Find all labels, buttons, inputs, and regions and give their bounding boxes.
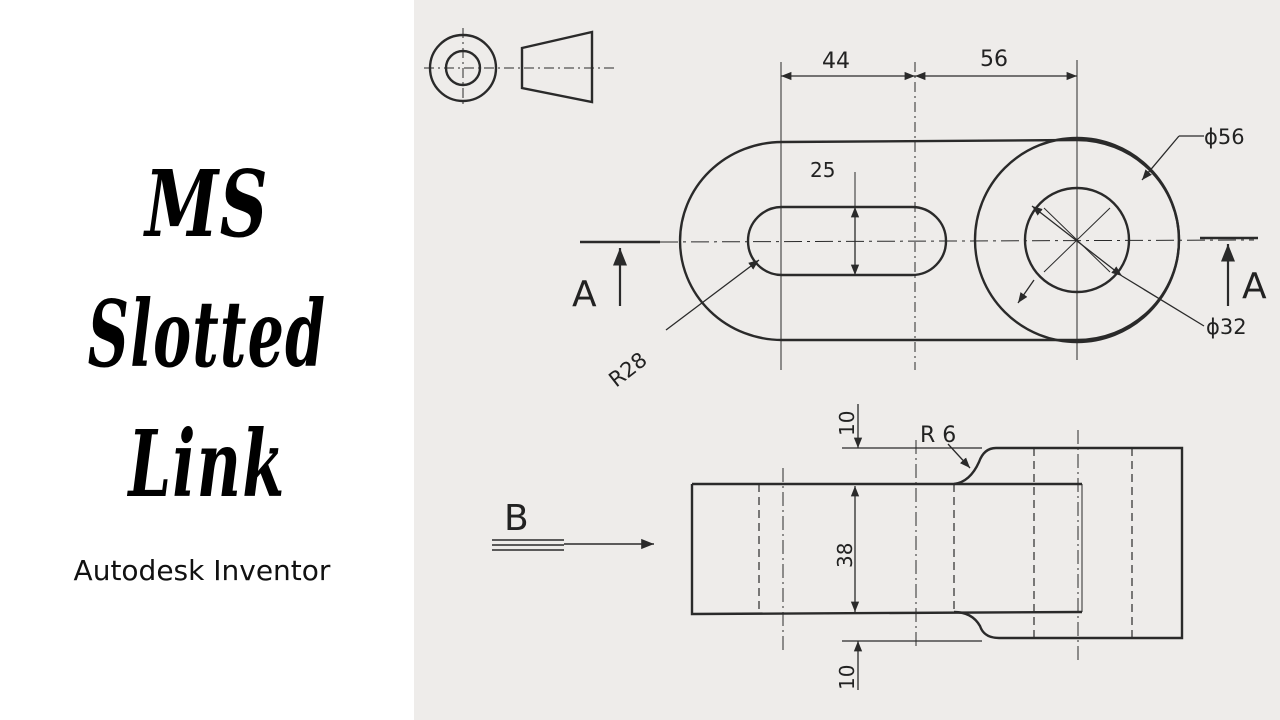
dim-r28-label: R28 [604, 348, 651, 392]
title-line-2: Slotted [87, 280, 327, 388]
title-line-3: Link [128, 410, 286, 518]
top-view [580, 60, 1258, 370]
dim-10-bottom-label: 10 [835, 665, 859, 690]
projection-symbol-icon [424, 28, 614, 108]
dim-phi56-label: ϕ56 [1204, 125, 1245, 149]
dim-38-label: 38 [833, 543, 857, 568]
view-b-label: B [504, 498, 529, 539]
dim-25-label: 25 [810, 158, 835, 182]
section-a-left-label: A [572, 274, 597, 315]
front-view [492, 404, 1184, 690]
title-panel: MS Slotted Link Autodesk Inventor [0, 0, 414, 720]
dim-r6-label: R 6 [920, 423, 956, 448]
title-line-1: MS [144, 150, 270, 258]
dim-phi32-label: ϕ32 [1206, 315, 1247, 339]
engineering-drawing: 44 56 25 ϕ56 ϕ32 R28 R 6 10 38 10 A A B [424, 28, 1267, 690]
drawing-panel [414, 0, 1280, 720]
subtitle: Autodesk Inventor [73, 554, 331, 587]
dim-56-label: 56 [980, 47, 1008, 72]
section-a-right-label: A [1242, 266, 1267, 307]
dim-10-top-label: 10 [835, 411, 859, 436]
dim-44-label: 44 [822, 49, 850, 74]
